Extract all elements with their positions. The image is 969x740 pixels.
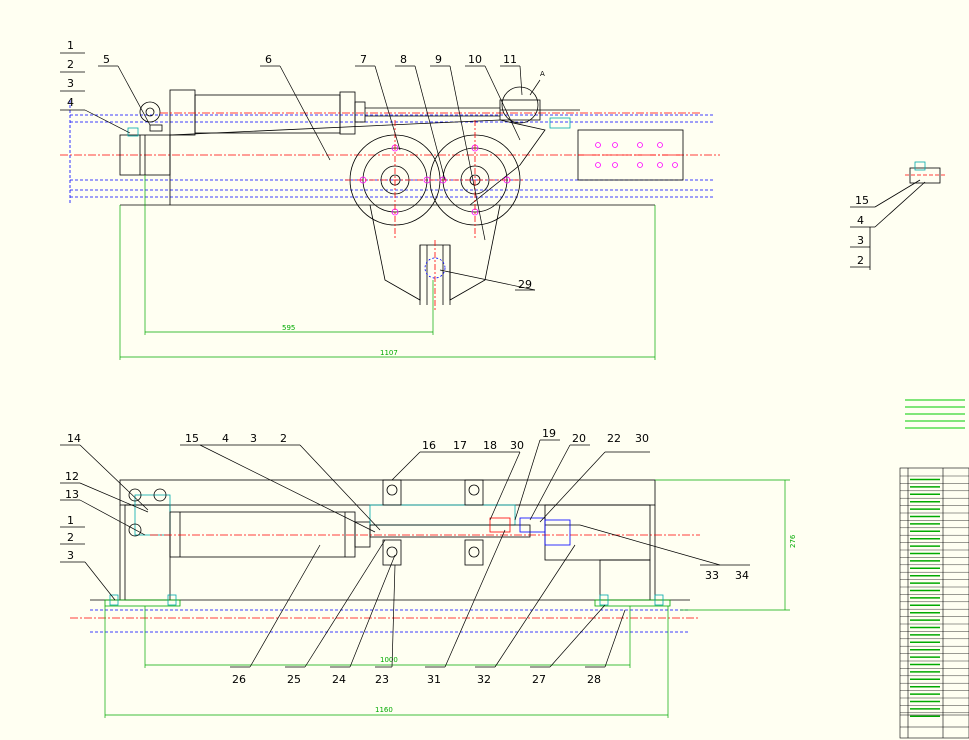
label-detail-mark: A	[540, 70, 545, 78]
label-front-15: 15	[185, 432, 199, 445]
label-front-25: 25	[287, 673, 301, 686]
label-detail-3: 3	[857, 234, 864, 247]
label-front-27: 27	[532, 673, 546, 686]
label-front-26: 26	[232, 673, 246, 686]
top-left-bracket	[119, 124, 171, 176]
label-front-17: 17	[453, 439, 467, 452]
label-front-23: 23	[375, 673, 389, 686]
label-top-1: 1	[67, 39, 74, 52]
label-front-30b: 30	[635, 432, 649, 445]
top-body-plate	[169, 119, 546, 206]
label-front-13: 13	[65, 488, 79, 501]
label-detail-4: 4	[857, 214, 864, 227]
label-detail-2: 2	[857, 254, 864, 267]
label-top-7: 7	[360, 53, 367, 66]
top-dimensions	[119, 175, 656, 360]
label-front-2b: 2	[280, 432, 287, 445]
dim-top-outer: 1107	[380, 349, 398, 357]
top-right-roller	[499, 86, 580, 129]
label-front-14: 14	[67, 432, 81, 445]
front-rail	[70, 599, 700, 633]
top-wheels	[345, 120, 525, 240]
front-right-support	[544, 504, 671, 607]
label-front-28: 28	[587, 673, 601, 686]
label-top-4: 4	[67, 96, 74, 109]
label-front-22: 22	[607, 432, 621, 445]
label-front-1: 1	[67, 514, 74, 527]
label-top-2: 2	[67, 58, 74, 71]
front-view: 1000 1160 276 14 12	[60, 427, 797, 718]
label-top-29: 29	[518, 278, 532, 291]
label-front-12: 12	[65, 470, 79, 483]
label-front-32: 32	[477, 673, 491, 686]
top-hanger	[369, 204, 501, 310]
label-front-16: 16	[422, 439, 436, 452]
label-front-33: 33	[705, 569, 719, 582]
label-top-8: 8	[400, 53, 407, 66]
label-top-6: 6	[265, 53, 272, 66]
top-cylinder	[139, 89, 700, 136]
label-front-20: 20	[572, 432, 586, 445]
dim-front-inner: 1000	[380, 656, 398, 664]
label-top-11: 11	[503, 53, 517, 66]
front-left-support	[104, 488, 181, 607]
top-view: 595 1107 1 2 3 4 5 6 7 8 9 10 11 29 A	[60, 39, 720, 360]
label-top-9: 9	[435, 53, 442, 66]
dim-front-outer: 1160	[375, 706, 393, 714]
label-front-30: 30	[510, 439, 524, 452]
dim-front-height: 276	[789, 534, 797, 548]
label-top-5: 5	[103, 53, 110, 66]
label-front-31: 31	[427, 673, 441, 686]
label-front-18: 18	[483, 439, 497, 452]
top-leaders	[60, 52, 541, 291]
dim-top-inner: 595	[282, 324, 295, 332]
top-right-plate	[577, 129, 684, 181]
front-mechanism	[369, 479, 580, 566]
label-top-3: 3	[67, 77, 74, 90]
front-leaders	[60, 439, 750, 668]
label-front-24: 24	[332, 673, 346, 686]
parts-list-rows	[900, 475, 969, 718]
label-top-10: 10	[468, 53, 482, 66]
detail-view: 15 4 3 2	[850, 161, 945, 270]
label-detail-15: 15	[855, 194, 869, 207]
label-front-34: 34	[735, 569, 749, 582]
front-dimensions	[104, 479, 790, 718]
label-front-4: 4	[222, 432, 229, 445]
label-front-3b: 3	[250, 432, 257, 445]
label-front-2: 2	[67, 531, 74, 544]
front-cylinder	[150, 511, 700, 558]
label-front-19: 19	[542, 427, 556, 440]
technical-notes	[905, 399, 965, 429]
label-front-3: 3	[67, 549, 74, 562]
